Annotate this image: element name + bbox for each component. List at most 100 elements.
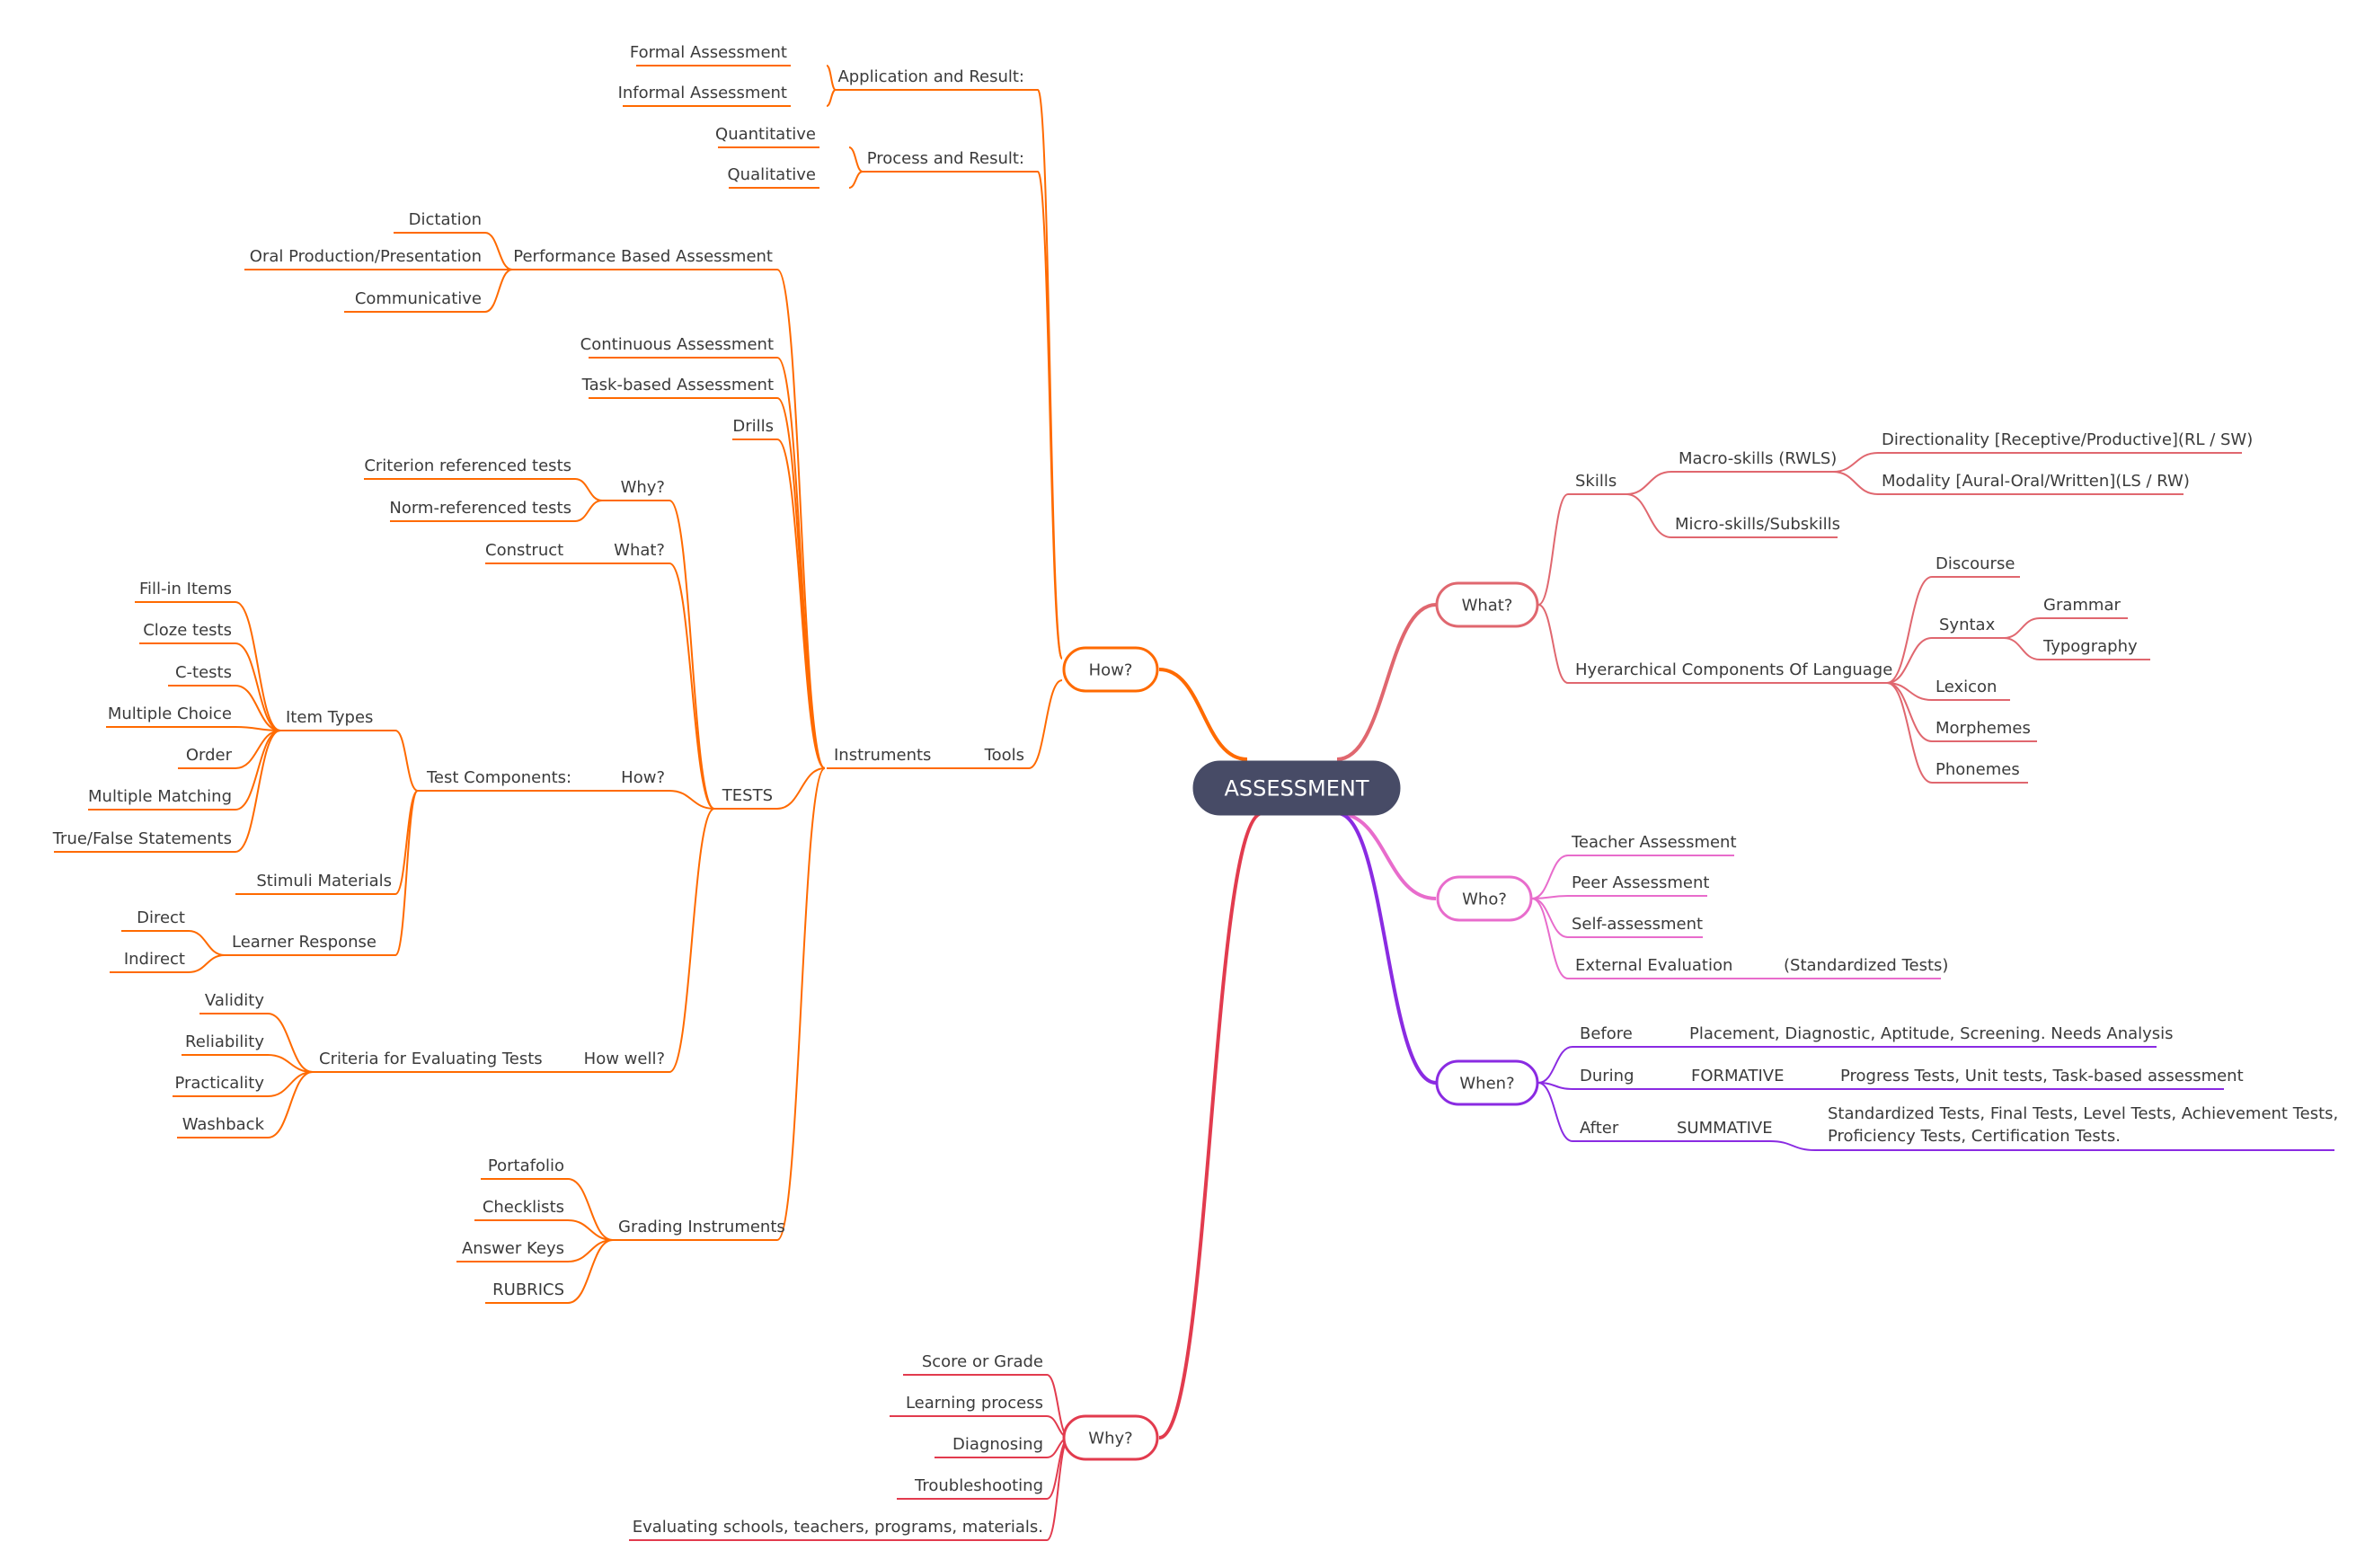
- node-self-assessment[interactable]: Self-assessment: [1572, 915, 1703, 934]
- node-grammar[interactable]: Grammar: [2043, 596, 2121, 615]
- node-standardized-tests[interactable]: (Standardized Tests): [1784, 956, 1948, 975]
- node-summative[interactable]: SUMMATIVE: [1677, 1119, 1773, 1138]
- root-node[interactable]: ASSESSMENT: [1224, 776, 1369, 802]
- node-continuous-assessment[interactable]: Continuous Assessment: [580, 335, 774, 354]
- node-oral-production-presentation[interactable]: Oral Production/Presentation: [250, 247, 482, 266]
- node-hyerarchical-components-of-language[interactable]: Hyerarchical Components Of Language: [1575, 660, 1892, 679]
- who-branch-node-box[interactable]: [1436, 875, 1533, 922]
- node-proficiency-tests-certification-tests[interactable]: Proficiency Tests, Certification Tests.: [1828, 1127, 2121, 1146]
- node-multiple-choice[interactable]: Multiple Choice: [108, 704, 232, 723]
- node-learner-response[interactable]: Learner Response: [232, 933, 376, 952]
- node-washback[interactable]: Washback: [182, 1115, 265, 1134]
- node-indirect[interactable]: Indirect: [124, 950, 185, 969]
- node-external-evaluation[interactable]: External Evaluation: [1575, 956, 1732, 975]
- node-standardized-tests-final-tests-level-tests-achievement-tests[interactable]: Standardized Tests, Final Tests, Level T…: [1828, 1104, 2338, 1123]
- what-branch-node-box[interactable]: [1435, 581, 1539, 628]
- node-rubrics[interactable]: RUBRICS: [492, 1280, 564, 1299]
- connector-line: [1832, 471, 1879, 495]
- node-practicality[interactable]: Practicality: [174, 1074, 264, 1093]
- node-diagnosing[interactable]: Diagnosing: [952, 1435, 1043, 1454]
- connector-line: [235, 601, 281, 731]
- node-formative[interactable]: FORMATIVE: [1691, 1067, 1784, 1085]
- node-how-well[interactable]: How well?: [584, 1050, 665, 1068]
- node-directionality-receptive-productive-rl-sw[interactable]: Directionality [Receptive/Productive](RL…: [1882, 430, 2253, 449]
- node-during[interactable]: During: [1580, 1067, 1634, 1085]
- connector-line: [1537, 1082, 1573, 1142]
- node-placement-diagnostic-aptitude-screening-needs-analysis[interactable]: Placement, Diagnostic, Aptitude, Screeni…: [1689, 1024, 2174, 1043]
- node-fill-in-items[interactable]: Fill-in Items: [139, 580, 232, 598]
- node-discourse[interactable]: Discourse: [1936, 554, 2015, 573]
- node-phonemes[interactable]: Phonemes: [1936, 760, 2020, 779]
- node-communicative[interactable]: Communicative: [355, 289, 482, 308]
- node-modality-aural-oral-written-ls-rw[interactable]: Modality [Aural-Oral/Written](LS / RW): [1882, 472, 2190, 491]
- node-score-or-grade[interactable]: Score or Grade: [922, 1352, 1043, 1371]
- node-validity[interactable]: Validity: [205, 991, 264, 1010]
- node-macro-skills-rwls[interactable]: Macro-skills (RWLS): [1679, 449, 1837, 468]
- node-answer-keys[interactable]: Answer Keys: [462, 1239, 564, 1258]
- connector-line: [1336, 811, 1437, 900]
- node-tests[interactable]: TESTS: [722, 786, 773, 805]
- node-construct[interactable]: Construct: [485, 541, 563, 560]
- node-evaluating-schools-teachers-programs-materials[interactable]: Evaluating schools, teachers, programs, …: [633, 1518, 1043, 1537]
- connector-line: [567, 1239, 614, 1304]
- node-progress-tests-unit-tests-task-based-assessment[interactable]: Progress Tests, Unit tests, Task-based a…: [1840, 1067, 2244, 1085]
- node-test-components[interactable]: Test Components:: [426, 768, 571, 787]
- connector-line: [776, 767, 826, 810]
- connector-line: [776, 357, 826, 769]
- node-norm-referenced-tests[interactable]: Norm-referenced tests: [389, 499, 571, 518]
- node-skills[interactable]: Skills: [1575, 472, 1617, 491]
- node-checklists[interactable]: Checklists: [483, 1198, 564, 1217]
- node-why[interactable]: Why?: [621, 478, 665, 497]
- node-teacher-assessment[interactable]: Teacher Assessment: [1571, 833, 1737, 852]
- node-application-and-result[interactable]: Application and Result:: [837, 67, 1024, 86]
- node-criteria-for-evaluating-tests[interactable]: Criteria for Evaluating Tests: [319, 1050, 543, 1068]
- connector-line: [2003, 617, 2041, 639]
- node-after[interactable]: After: [1580, 1119, 1619, 1138]
- node-criterion-referenced-tests[interactable]: Criterion referenced tests: [364, 456, 571, 475]
- node-task-based-assessment[interactable]: Task-based Assessment: [581, 376, 774, 394]
- node-quantitative[interactable]: Quantitative: [715, 125, 816, 144]
- node-stimuli-materials[interactable]: Stimuli Materials: [256, 872, 392, 890]
- node-typography[interactable]: Typography: [2042, 637, 2138, 656]
- node-process-and-result[interactable]: Process and Result:: [867, 149, 1024, 168]
- when-branch-node-box[interactable]: [1435, 1059, 1539, 1106]
- node-troubleshooting[interactable]: Troubleshooting: [914, 1476, 1043, 1495]
- node-informal-assessment[interactable]: Informal Assessment: [618, 84, 787, 102]
- node-portafolio[interactable]: Portafolio: [488, 1156, 564, 1175]
- node-instruments[interactable]: Instruments: [834, 746, 931, 765]
- node-peer-assessment[interactable]: Peer Assessment: [1572, 873, 1709, 892]
- node-true-false-statements[interactable]: True/False Statements: [52, 829, 232, 848]
- node-lexicon[interactable]: Lexicon: [1936, 678, 1997, 696]
- node-performance-based-assessment[interactable]: Performance Based Assessment: [513, 247, 773, 266]
- node-c-tests[interactable]: C-tests: [175, 663, 232, 682]
- node-direct[interactable]: Direct: [137, 908, 185, 927]
- why-branch-node-box[interactable]: [1062, 1414, 1159, 1461]
- connector-line: [826, 89, 837, 107]
- why-branch-node[interactable]: Why?: [1088, 1429, 1132, 1448]
- who-branch-node[interactable]: Who?: [1462, 890, 1507, 908]
- node-multiple-matching[interactable]: Multiple Matching: [88, 787, 232, 806]
- root-node-box[interactable]: [1192, 760, 1401, 816]
- node-before[interactable]: Before: [1580, 1024, 1633, 1043]
- node-order[interactable]: Order: [186, 746, 233, 765]
- node-syntax[interactable]: Syntax: [1939, 616, 1996, 634]
- node-drills[interactable]: Drills: [732, 417, 774, 436]
- what-branch-node[interactable]: What?: [1462, 596, 1513, 615]
- node-how[interactable]: How?: [621, 768, 665, 787]
- node-grading-instruments[interactable]: Grading Instruments: [618, 1218, 785, 1236]
- node-reliability[interactable]: Reliability: [185, 1032, 264, 1051]
- connector-line: [1886, 682, 1933, 784]
- node-morphemes[interactable]: Morphemes: [1936, 719, 2031, 738]
- node-qualitative[interactable]: Qualitative: [728, 165, 816, 184]
- node-micro-skills-subskills[interactable]: Micro-skills/Subskills: [1675, 515, 1840, 534]
- node-cloze-tests[interactable]: Cloze tests: [143, 621, 232, 640]
- node-learning-process[interactable]: Learning process: [906, 1394, 1043, 1413]
- node-dictation[interactable]: Dictation: [409, 210, 482, 229]
- node-what[interactable]: What?: [614, 541, 665, 560]
- node-item-types[interactable]: Item Types: [286, 708, 373, 727]
- node-formal-assessment[interactable]: Formal Assessment: [630, 43, 787, 62]
- when-branch-node[interactable]: When?: [1459, 1074, 1514, 1093]
- how-branch-node[interactable]: How?: [1089, 660, 1133, 679]
- node-tools[interactable]: Tools: [984, 746, 1024, 765]
- how-branch-node-box[interactable]: [1062, 646, 1159, 693]
